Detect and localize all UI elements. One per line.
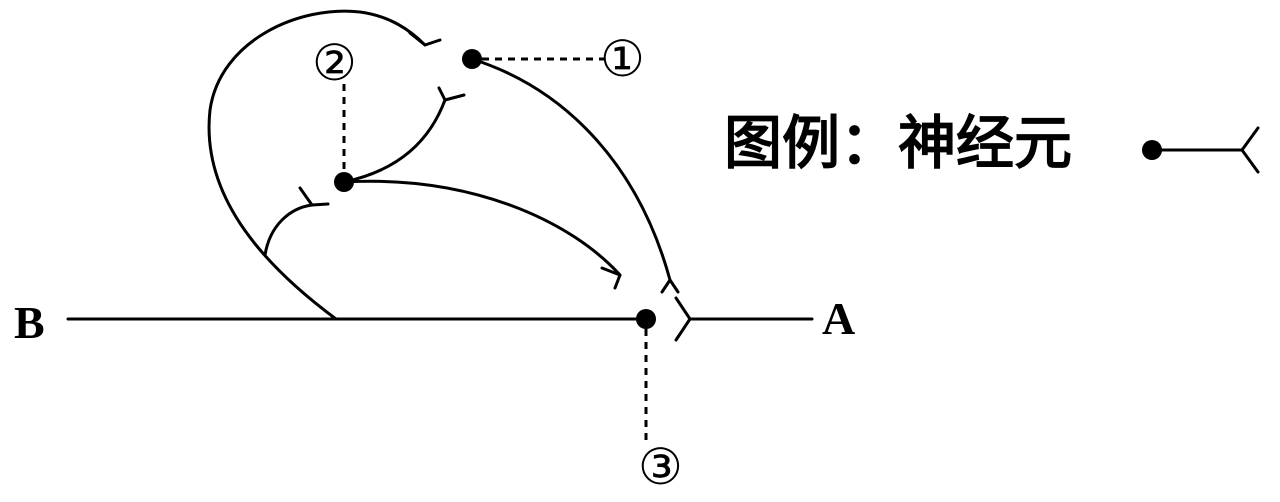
label-neuron-1: ①	[600, 30, 645, 88]
label-neuron-2: ②	[312, 34, 357, 92]
synapse-fork-axon-1-2	[437, 86, 466, 102]
neuron-2-body	[334, 172, 354, 192]
label-b: B	[14, 297, 45, 348]
legend-synapse-fork-icon	[1240, 126, 1260, 174]
neuron-3-body	[636, 309, 656, 329]
label-neuron-3: ③	[638, 438, 683, 496]
label-a: A	[822, 293, 855, 344]
synapse-fork-axon-2-3	[600, 266, 622, 290]
synapse-fork-axon-1-3	[660, 278, 680, 294]
synapse-fork-branch	[298, 186, 330, 207]
outer-loop-axon	[207, 9, 427, 321]
synapse-fork-outer	[408, 31, 442, 47]
legend-text: 图例：神经元	[724, 109, 1072, 177]
axon-2-to-3	[342, 179, 622, 277]
synapse-fork-right	[674, 296, 692, 342]
axon-1-to-3	[470, 57, 672, 282]
branch-to-neuron-2	[263, 203, 314, 257]
axon-1-to-2	[342, 98, 447, 184]
neuron-1-body	[462, 49, 482, 69]
